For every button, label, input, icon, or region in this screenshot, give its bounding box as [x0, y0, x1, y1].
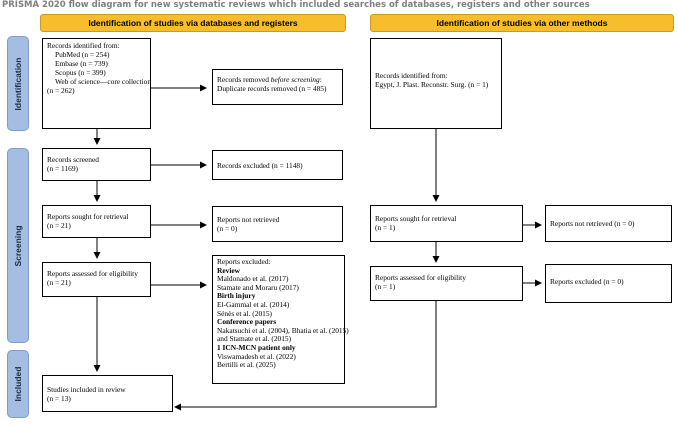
other-reports-not-retrieved-box: Reports not retrieved (n = 0): [545, 205, 672, 242]
source-embase: Embase (n = 739): [55, 59, 108, 68]
reports-sought-label: Reports sought for retrieval: [47, 212, 129, 221]
exclusion-icn-item: Viswamadesh et al. (2022): [217, 351, 296, 361]
reports-assessed-box: Reports assessed for eligibility (n = 21…: [42, 262, 151, 297]
other-reports-sought-count: (n = 1): [375, 223, 396, 232]
records-removed-pre: Records removed: [217, 75, 271, 84]
records-removed-title: Records removed before screening:: [217, 75, 338, 84]
exclusion-icn-item: Bertilli et al. (2025): [217, 360, 276, 370]
header-other-methods: Identification of studies via other meth…: [370, 14, 674, 32]
other-records-identified-box: Records identified from: Egypt, J. Plast…: [370, 38, 502, 129]
reports-assessed-label: Reports assessed for eligibility: [47, 269, 138, 278]
other-records-identified-title: Records identified from:: [375, 71, 448, 80]
studies-included-count: (n = 13): [47, 394, 71, 403]
exclusion-conference-heading: Conference papers: [217, 317, 277, 327]
studies-included-box: Studies included in review (n = 13): [42, 375, 173, 412]
reports-excluded-box: Reports excluded: Review Maldonado et al…: [212, 255, 349, 384]
reports-sought-box: Reports sought for retrieval (n = 21): [42, 205, 151, 238]
other-reports-assessed-box: Reports assessed for eligibility (n = 1): [370, 266, 523, 301]
other-reports-excluded-label: Reports excluded (n = 0): [550, 277, 624, 286]
diagram-caption: PRISMA 2020 flow diagram for new systema…: [2, 0, 590, 10]
records-removed-post: :: [319, 75, 322, 84]
records-identified-title: Records identified from:: [47, 41, 120, 50]
phase-identification: Identification: [7, 36, 29, 131]
reports-assessed-count: (n = 21): [47, 278, 71, 287]
exclusion-conference-item: and Stamate et al. (2015): [217, 334, 292, 344]
source-web-of-science-count: (n = 262): [47, 86, 75, 95]
records-excluded-box: Records excluded (n = 1148): [212, 150, 343, 180]
other-reports-assessed-label: Reports assessed for eligibility: [375, 273, 466, 282]
source-scopus: Scopus (n = 399): [55, 68, 106, 77]
records-removed-emphasis: before screening: [270, 75, 320, 84]
header-databases: Identification of studies via databases …: [40, 14, 346, 32]
other-records-identified-source: Egypt, J. Plast. Reconstr. Surg. (n = 1): [375, 80, 489, 89]
exclusion-birth-item: El-Gammal et al. (2014): [217, 299, 290, 309]
records-removed-box: Records removed before screening: Duplic…: [212, 69, 343, 105]
exclusion-birth-heading: Birth injury: [217, 291, 256, 301]
records-screened-count: (n = 1169): [47, 164, 78, 173]
other-reports-sought-label: Reports sought for retrieval: [375, 214, 457, 223]
exclusion-icn-heading: 1 ICN-MCN patient only: [217, 342, 296, 352]
other-reports-excluded-box: Reports excluded (n = 0): [545, 264, 672, 303]
exclusion-review-item: Maldonado et al. (2017): [217, 274, 289, 284]
source-web-of-science: Web of science—core collection: [55, 77, 152, 86]
duplicates-removed: Duplicate records removed (n = 485): [217, 84, 327, 93]
records-excluded-label: Records excluded (n = 1148): [217, 161, 303, 170]
reports-not-retrieved-label: Reports not retrieved: [217, 215, 280, 224]
phase-included: Included: [7, 350, 29, 418]
records-screened-label: Records screened: [47, 155, 99, 164]
phase-screening: Screening: [7, 148, 29, 343]
reports-not-retrieved-count: (n = 0): [217, 224, 238, 233]
exclusion-birth-item: Sénès et al. (2015): [217, 308, 273, 318]
exclusion-conference-item: Nakatsuchi et al. (2004), Bhatia et al. …: [217, 325, 349, 335]
exclusion-review-heading: Review: [217, 265, 240, 275]
reports-excluded-title: Reports excluded:: [217, 257, 271, 266]
reports-not-retrieved-box: Reports not retrieved (n = 0): [212, 206, 343, 242]
other-reports-assessed-count: (n = 1): [375, 282, 396, 291]
records-identified-box: Records identified from: PubMed (n = 254…: [42, 38, 151, 129]
studies-included-label: Studies included in review: [47, 385, 126, 394]
arrow-other-assessed-to-included: [174, 301, 437, 411]
records-screened-box: Records screened (n = 1169): [42, 148, 151, 181]
source-pubmed: PubMed (n = 254): [55, 50, 110, 59]
exclusion-review-item: Stamate and Moraru (2017): [217, 282, 299, 292]
other-reports-sought-box: Reports sought for retrieval (n = 1): [370, 205, 523, 242]
other-reports-not-retrieved-label: Reports not retrieved (n = 0): [550, 219, 635, 228]
reports-sought-count: (n = 21): [47, 221, 71, 230]
